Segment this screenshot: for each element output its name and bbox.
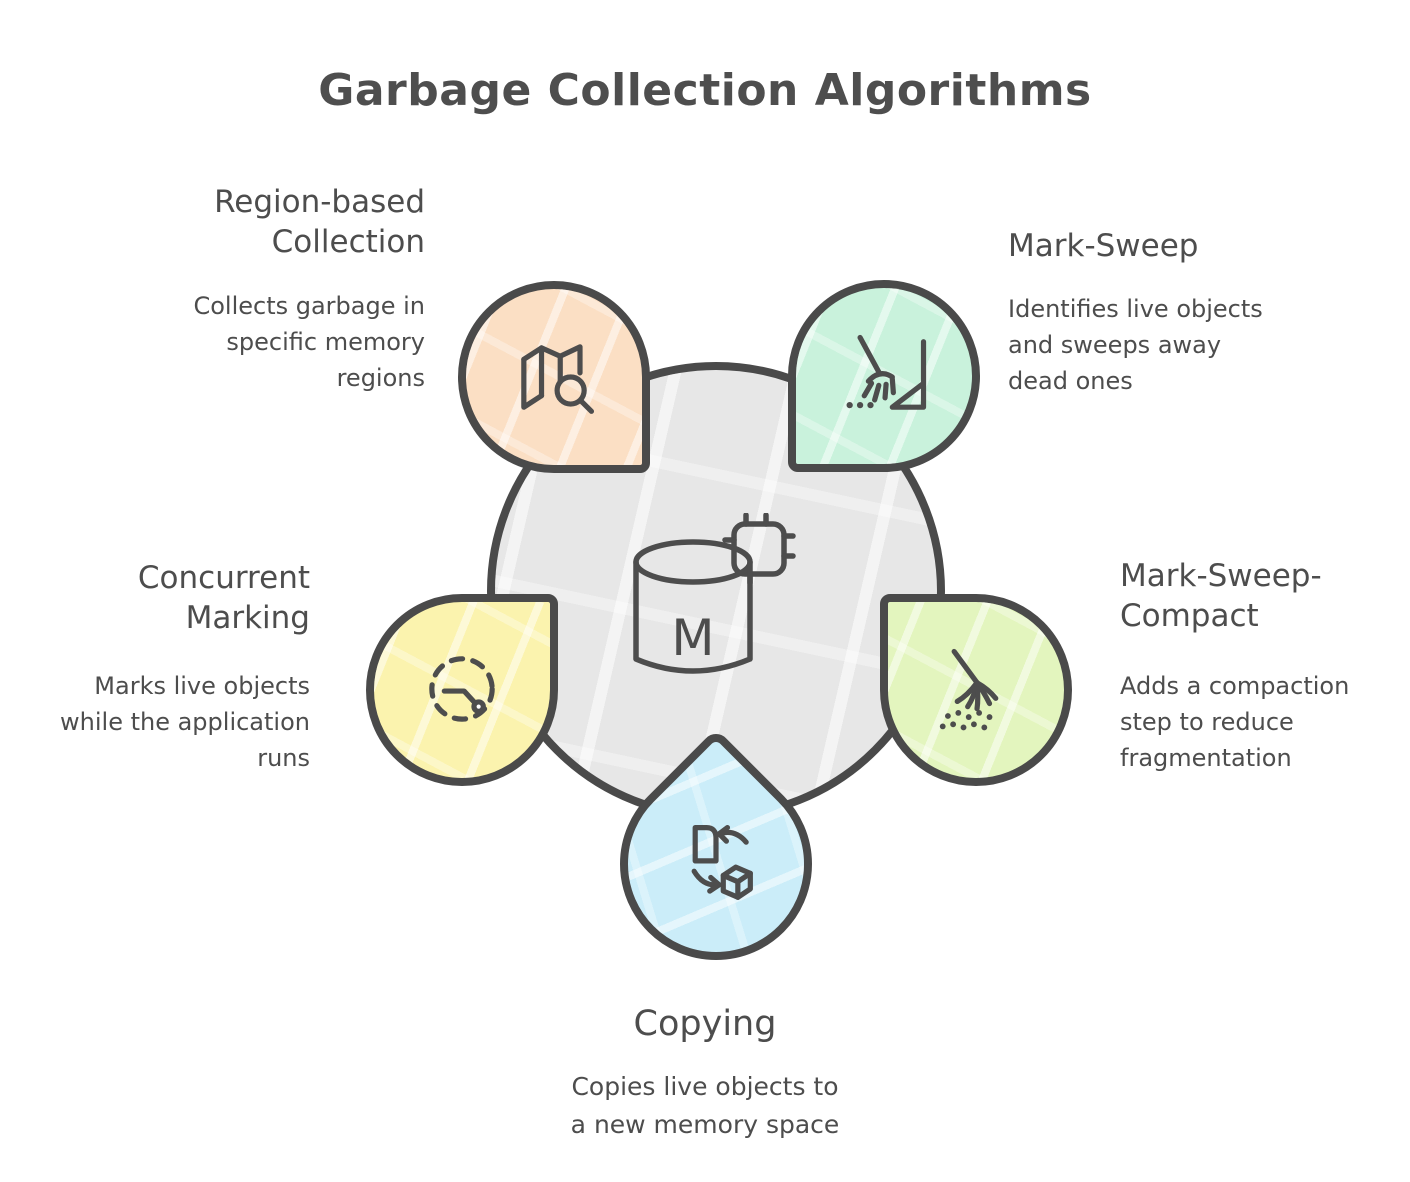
node-desc-mark-sweep: Identifies live objects and sweeps away … [1008,295,1263,395]
node-bubble-mark-sweep [788,280,980,472]
node-desc-copying: Copies live objects to a new memory spac… [570,1072,840,1139]
map-search-icon [502,325,606,429]
node-title-concurrent-marking: Concurrent Marking [137,560,310,637]
dashed-timer-icon [410,638,514,742]
node-desc-mark-sweep-compact: Adds a compaction step to reduce fragmen… [1120,672,1350,772]
page-title: Garbage Collection Algorithms [318,65,1092,117]
broom-sweep-icon [832,324,936,428]
node-title-mark-sweep: Mark-Sweep [1008,228,1199,264]
node-bubble-copying [580,728,852,1000]
node-bubble-region-based-collection [458,281,650,473]
chip-icon [722,512,796,586]
whisk-broom-icon [924,638,1028,742]
copy-cube-icon [664,812,768,916]
node-bubble-concurrent-marking [366,594,558,786]
node-desc-concurrent-marking: Marks live objects while the application… [60,672,310,772]
node-title-mark-sweep-compact: Mark-Sweep- Compact [1120,558,1322,635]
node-desc-region-based-collection: Collects garbage in specific memory regi… [193,292,425,392]
node-title-copying: Copying [633,1004,777,1044]
node-title-region-based-collection: Region-based Collection [214,184,425,261]
database-cylinder-icon: M [633,539,753,674]
node-bubble-mark-sweep-compact [880,594,1072,786]
memory-database-icon: M [633,512,813,697]
memory-letter: M [671,609,714,667]
